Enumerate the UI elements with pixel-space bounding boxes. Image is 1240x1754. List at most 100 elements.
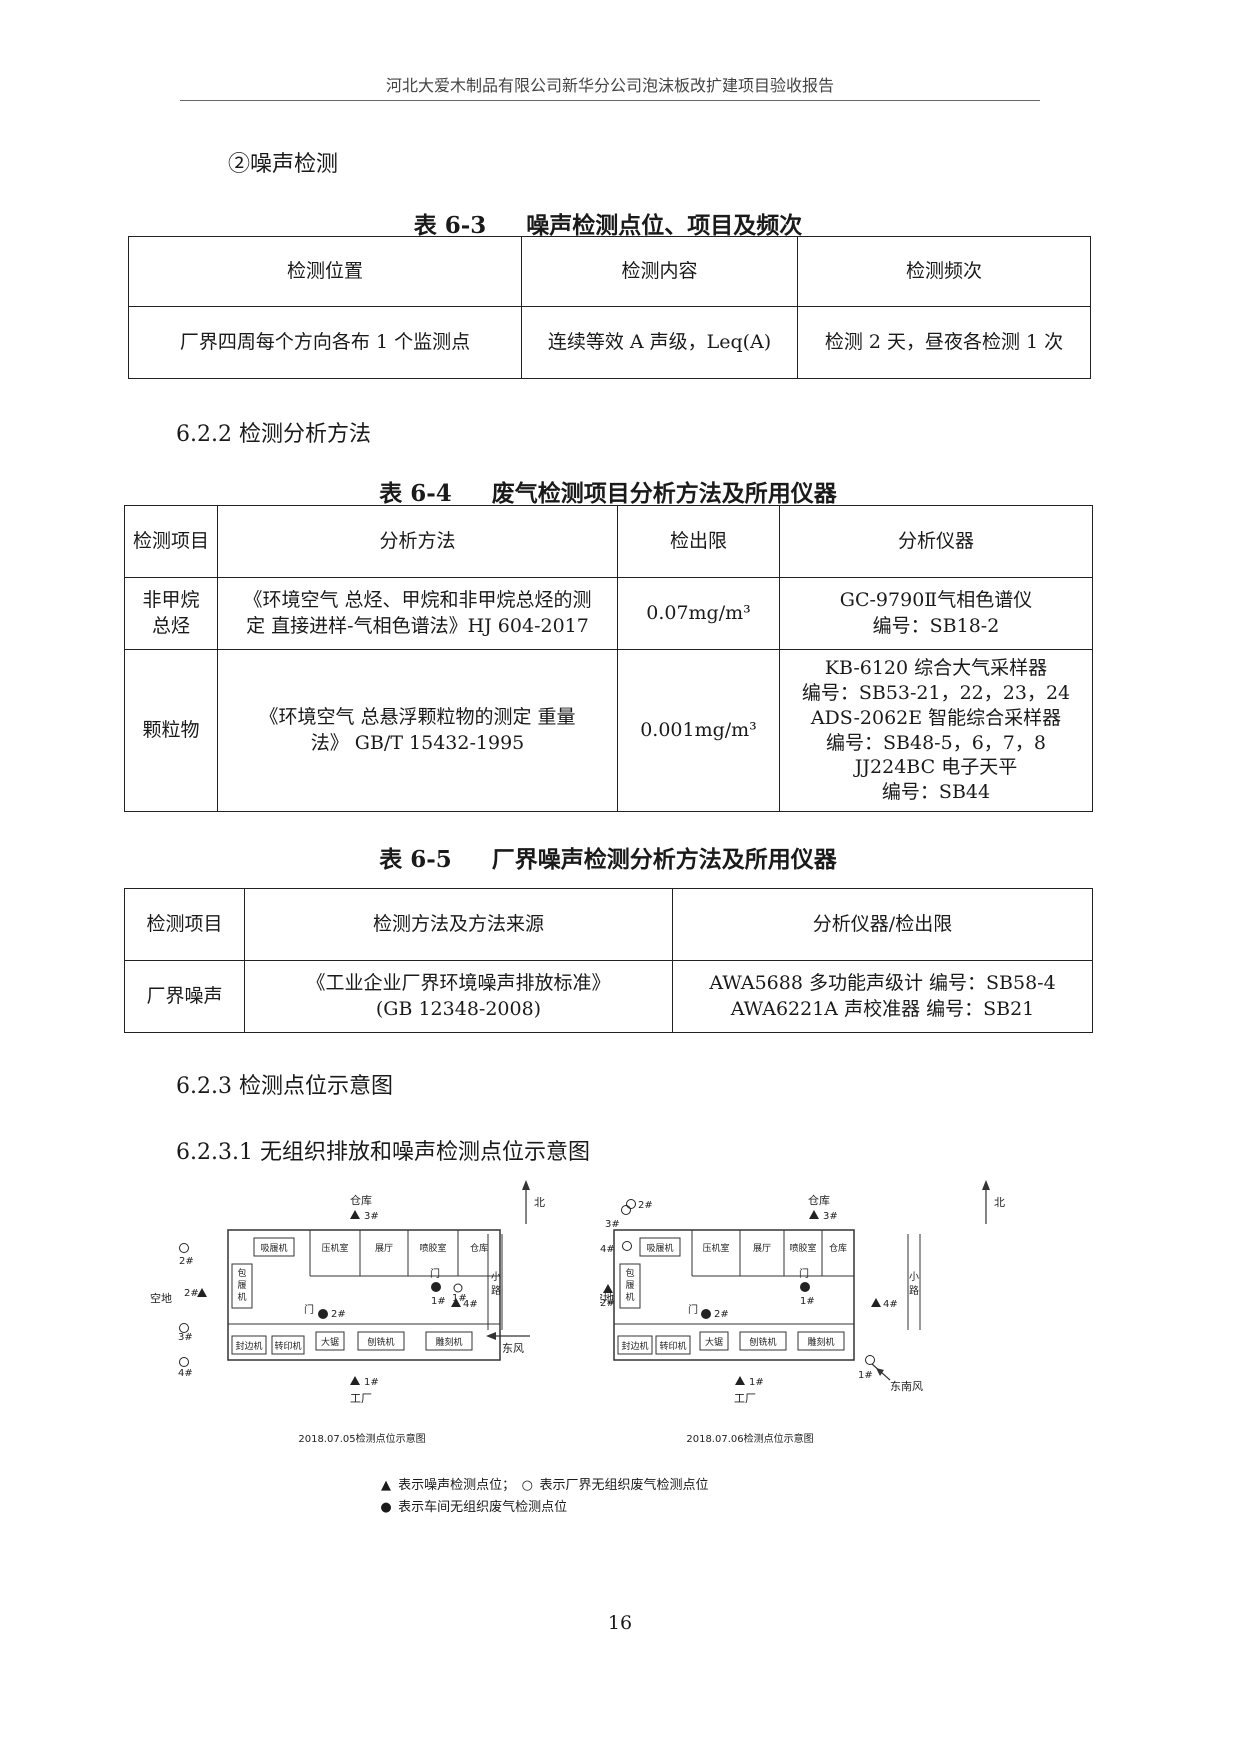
gas-point-1-marker: [865, 1355, 875, 1365]
workshop-point-2-label: 2#: [331, 1309, 346, 1320]
table-6-5-caption: 表 6-5 厂界噪声检测分析方法及所用仪器: [124, 840, 1092, 874]
gas-point-1-label: 1#: [858, 1370, 873, 1381]
door-label: 门: [688, 1303, 698, 1316]
section-622-heading: 6.2.2 检测分析方法: [176, 422, 371, 447]
diagram-caption: 2018.07.06检测点位示意图: [686, 1432, 813, 1445]
vacant-lot-label: 空地: [600, 1291, 614, 1305]
table-cell: 《工业企业厂界环境噪声排放标准》 (GB 12348-2008): [244, 960, 673, 1033]
table-header: 检测项目: [124, 505, 218, 578]
noise-point-2-marker: [197, 1288, 207, 1297]
wind-label: 东风: [502, 1342, 524, 1355]
table-cell: 0.001mg/m³: [617, 649, 780, 812]
side-room-label: 包履机: [625, 1267, 634, 1303]
gas-point-3-label: 3#: [605, 1219, 620, 1230]
room-label: 压机室: [702, 1242, 729, 1254]
room-label: 封边机: [621, 1340, 648, 1352]
vacant-lot-label: 空地: [150, 1291, 172, 1305]
gas-point-2-label: 2#: [179, 1256, 194, 1267]
table-cell: 连续等效 A 声级，Leq(A): [521, 306, 798, 379]
north-label: 北: [994, 1196, 1005, 1209]
noise-point-2-label: 2#: [184, 1288, 199, 1299]
legend-noise-text: 表示噪声检测点位；: [398, 1478, 516, 1493]
table-6-3-caption: 表 6-3 噪声检测点位、项目及频次: [128, 206, 1088, 240]
workshop-point-1-marker: [800, 1282, 810, 1292]
room-label: 雕刻机: [807, 1336, 834, 1348]
table-cell: KB-6120 综合大气采样器 编号：SB53-21，22，23，24 ADS-…: [779, 649, 1093, 812]
road-label: 小路: [491, 1271, 501, 1297]
table-header: 检测位置: [128, 236, 522, 307]
room-label: 大锯: [705, 1336, 723, 1348]
monitoring-diagram-0706: 北 仓库 3# 3# 4# 2# 吸履机 压机室 展厅 喷胶室 仓库 包履机 封…: [600, 1180, 1005, 1445]
table-title: 噪声检测点位、项目及频次: [526, 212, 803, 239]
workshop-point-2-marker: [701, 1309, 711, 1319]
door-label: 门: [430, 1267, 440, 1280]
noise-point-1-marker: [350, 1376, 360, 1385]
table-cell: 厂界噪声: [124, 960, 245, 1033]
gas-point-1-label: 1#: [452, 1293, 467, 1304]
table-cell: 0.07mg/m³: [617, 577, 780, 650]
warehouse-label: 仓库: [350, 1193, 372, 1207]
table-header: 分析仪器: [779, 505, 1093, 578]
noise-point-4-label: 4#: [463, 1299, 478, 1310]
table-header: 检测项目: [124, 888, 245, 961]
room-label: 仓库: [470, 1242, 488, 1254]
table-cell: GC-9790Ⅱ气相色谱仪 编号：SB18-2: [779, 577, 1093, 650]
room-label: 雕刻机: [435, 1336, 462, 1348]
noise-point-2-label: 2#: [600, 1298, 615, 1309]
table-6-5: 检测项目 检测方法及方法来源 分析仪器/检出限 厂界噪声 《工业企业厂界环境噪声…: [124, 888, 1093, 1033]
table-6-3: 检测位置 检测内容 检测频次 厂界四周每个方向各布 1 个监测点 连续等效 A …: [128, 236, 1091, 379]
noise-point-3-marker: [350, 1210, 360, 1219]
room-label: 转印机: [659, 1340, 686, 1352]
section-623-heading: 6.2.3 检测点位示意图: [176, 1074, 393, 1099]
factory-label: 工厂: [350, 1392, 372, 1405]
noise-point-4-label: 4#: [883, 1299, 898, 1310]
room-label: 喷胶室: [419, 1242, 446, 1254]
room-label: 展厅: [375, 1243, 393, 1254]
gas-point-2-marker: [179, 1243, 189, 1253]
page-header: 河北大爱木制品有限公司新华分公司泡沫板改扩建项目验收报告: [180, 72, 1040, 101]
circle-icon: ○: [521, 1478, 533, 1493]
gas-point-2-marker: [626, 1199, 636, 1209]
table-header: 检测方法及方法来源: [244, 888, 673, 961]
room-label: 大锯: [321, 1336, 339, 1348]
wind-label: 东南风: [890, 1380, 923, 1393]
room-label: 吸履机: [646, 1242, 673, 1254]
table-number: 表 6-5: [379, 846, 452, 873]
filled-dot-icon: ●: [380, 1500, 392, 1515]
noise-point-3-marker: [809, 1210, 819, 1219]
gas-point-4-marker: [179, 1357, 189, 1367]
noise-point-4-marker: [871, 1298, 881, 1307]
room-label: 喷胶室: [789, 1242, 816, 1254]
table-number: 表 6-4: [379, 480, 452, 507]
noise-point-3-label: 3#: [823, 1211, 838, 1222]
table-6-4: 检测项目 分析方法 检出限 分析仪器 非甲烷 总烃 《环境空气 总烃、甲烷和非甲…: [124, 505, 1093, 812]
diagram-caption: 2018.07.05检测点位示意图: [298, 1432, 425, 1445]
gas-point-3-marker: [179, 1323, 189, 1333]
table-title: 厂界噪声检测分析方法及所用仪器: [491, 846, 837, 873]
warehouse-label: 仓库: [808, 1193, 830, 1207]
table-cell: 《环境空气 总悬浮颗粒物的测定 重量 法》 GB/T 15432-1995: [217, 649, 618, 812]
legend-gas-text: 表示厂界无组织废气检测点位: [539, 1478, 709, 1493]
room-label: 吸履机: [260, 1242, 287, 1254]
room-label: 转印机: [274, 1340, 301, 1352]
side-room-label: 包履机: [237, 1267, 246, 1303]
legend-line-1: ▲ 表示噪声检测点位； ○ 表示厂界无组织废气检测点位: [378, 1474, 708, 1493]
road-label: 小路: [909, 1271, 919, 1297]
room-label: 刨铣机: [749, 1336, 776, 1348]
table-number: 表 6-3: [413, 212, 487, 239]
table-header: 检出限: [617, 505, 780, 578]
room-label: 刨铣机: [367, 1336, 394, 1348]
section-noise-heading: ②噪声检测: [228, 152, 339, 177]
north-label: 北: [534, 1196, 545, 1209]
gas-point-2-label: 2#: [638, 1200, 653, 1211]
legend-line-2: ● 表示车间无组织废气检测点位: [378, 1496, 567, 1515]
table-cell: 检测 2 天，昼夜各检测 1 次: [797, 306, 1091, 379]
table-header: 分析仪器/检出限: [672, 888, 1093, 961]
room-label: 展厅: [753, 1243, 771, 1254]
noise-point-1-label: 1#: [749, 1377, 764, 1388]
gas-point-3-label: 3#: [178, 1332, 193, 1343]
noise-point-1-marker: [735, 1376, 745, 1385]
table-cell: 《环境空气 总烃、甲烷和非甲烷总烃的测 定 直接进样-气相色谱法》HJ 604-…: [217, 577, 618, 650]
noise-point-1-label: 1#: [364, 1377, 379, 1388]
